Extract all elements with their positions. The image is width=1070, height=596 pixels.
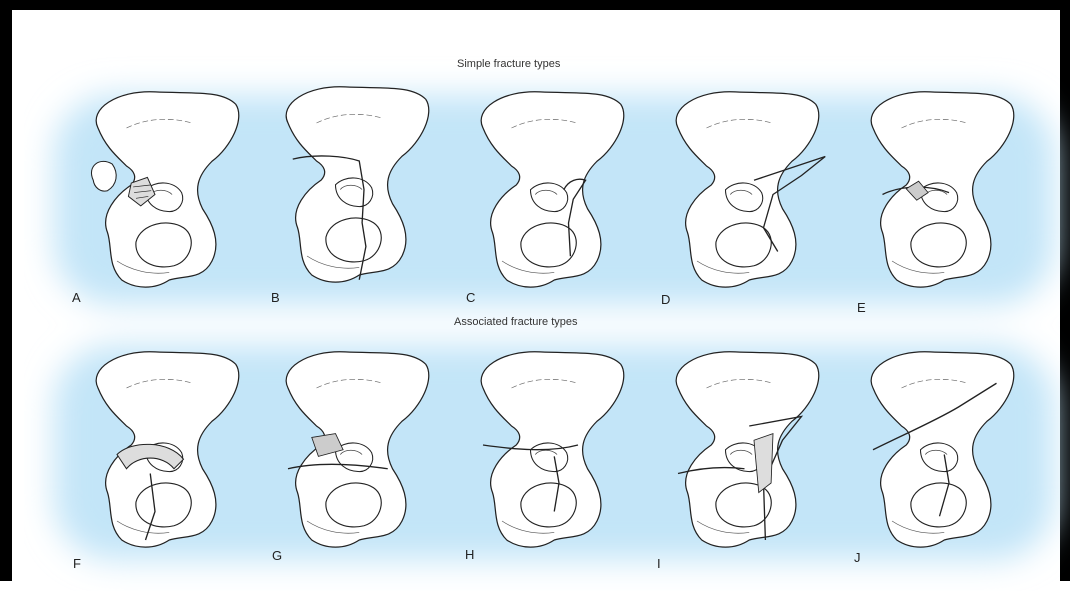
label-a: A [72,290,81,305]
label-b: B [271,290,280,305]
label-e: E [857,300,866,315]
label-f: F [73,556,81,571]
label-h: H [465,547,474,562]
image-frame: Simple fracture types Associated fractur… [0,0,1070,581]
label-j: J [854,550,861,565]
label-i: I [657,556,661,571]
label-g: G [272,548,282,563]
label-d: D [661,292,670,307]
fracture-diagram: Simple fracture types Associated fractur… [24,20,1070,591]
title-simple: Simple fracture types [457,58,560,70]
diagram-canvas [24,20,1070,591]
label-c: C [466,290,475,305]
title-associated: Associated fracture types [454,316,578,328]
